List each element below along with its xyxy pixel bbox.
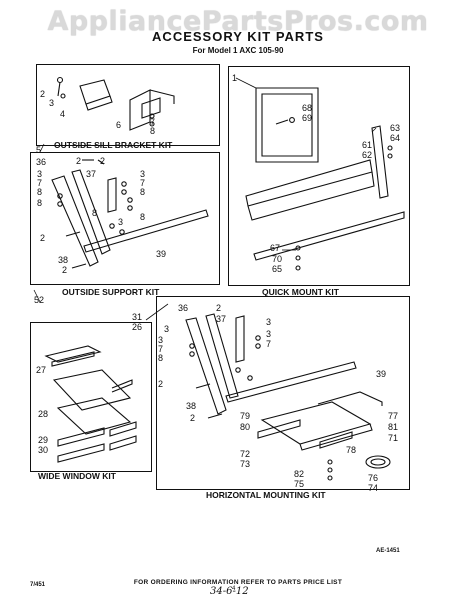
page-title: ACCESSORY KIT PARTS — [152, 29, 324, 44]
part-callout: 28 — [38, 409, 49, 419]
quick-mount-kit-box — [228, 66, 410, 286]
part-callout: 2 — [40, 233, 46, 243]
part-callout: 8 — [158, 353, 164, 363]
part-callout: 29 — [38, 435, 49, 445]
part-callout: 36 — [36, 157, 47, 167]
part-callout: 26 — [132, 322, 143, 332]
part-callout: 3 — [140, 169, 146, 179]
ordering-info-note: FOR ORDERING INFORMATION REFER TO PARTS … — [133, 579, 343, 586]
part-callout: 2 — [40, 89, 46, 99]
horizontal-mounting-kit-box — [156, 296, 410, 490]
horizontal-kit-drawing — [185, 313, 391, 481]
part-callout: 82 — [294, 469, 305, 479]
part-callout: 30 — [38, 445, 49, 455]
page-number: 4 — [232, 586, 236, 592]
part-callout: 3 — [158, 335, 164, 345]
part-callout: 39 — [376, 369, 387, 379]
part-callout: 39 — [156, 249, 167, 259]
part-callout: 76 — [368, 473, 379, 483]
outside-support-kit-box — [30, 152, 220, 285]
part-callout: 3 — [37, 169, 43, 179]
part-callout: 4 — [60, 109, 66, 119]
leader-lines — [33, 77, 377, 321]
part-callout: 77 — [388, 411, 399, 421]
part-callout: 38 — [186, 401, 197, 411]
part-callout: 8 — [140, 187, 146, 197]
part-callout: 79 — [240, 411, 251, 421]
part-callout: 37 — [86, 169, 97, 179]
wide-window-drawing — [44, 345, 137, 463]
part-callout: 5 — [36, 145, 42, 155]
part-callout: 2 — [158, 379, 164, 389]
quick-mount-drawing — [245, 87, 405, 271]
part-callout: 69 — [302, 113, 313, 123]
part-callout: 52 — [34, 295, 45, 305]
part-callout: 3 — [266, 317, 272, 327]
wide-window-kit-box — [30, 322, 152, 472]
part-callout: 37 — [216, 314, 227, 324]
part-callout: 8 — [92, 208, 98, 218]
part-callout: 63 — [390, 123, 401, 133]
part-callout: 81 — [388, 422, 399, 432]
model-subtitle: For Model 1 AXC 105-90 — [192, 46, 284, 55]
part-callout: 2 — [76, 156, 82, 166]
part-callout: 3 — [118, 217, 124, 227]
part-callout: 68 — [302, 103, 313, 113]
part-callout: 75 — [294, 479, 305, 489]
part-callout: 7 — [140, 178, 146, 188]
part-callout: 27 — [36, 365, 47, 375]
watermark: AppliancePartsPros.com — [47, 6, 429, 37]
part-callout: 7 — [158, 344, 164, 354]
part-callout: 3 — [49, 98, 55, 108]
drawing-reference-code: AE-1451 — [376, 548, 400, 554]
part-callout: 73 — [240, 459, 251, 469]
part-callout: 65 — [272, 264, 283, 274]
part-callout: 7 — [37, 178, 43, 188]
part-callout: 72 — [240, 449, 251, 459]
part-callout: 71 — [388, 433, 399, 443]
part-callout: 61 — [362, 140, 373, 150]
date-code: 7/451 — [30, 582, 46, 588]
horizontal-mounting-kit-label: HORIZONTAL MOUNTING KIT — [206, 490, 326, 500]
part-callout: 38 — [58, 255, 69, 265]
quick-mount-kit-label: QUICK MOUNT KIT — [262, 287, 339, 297]
outside-sill-bracket-kit-box — [36, 64, 220, 146]
part-callout: 36 — [178, 303, 189, 313]
part-callout: 1 — [232, 73, 238, 83]
part-callout: 3 — [266, 329, 272, 339]
part-callout: 2 — [190, 413, 196, 423]
part-callout: 8 — [140, 212, 146, 222]
part-callout: 8 — [150, 126, 156, 136]
part-callout: 64 — [390, 133, 401, 143]
outside-support-kit-label: OUTSIDE SUPPORT KIT — [62, 287, 160, 297]
part-callout: 2 — [62, 265, 68, 275]
sill-bracket-drawing — [56, 76, 175, 131]
part-callout: 2 — [216, 303, 222, 313]
part-callout: 74 — [368, 483, 379, 493]
part-callout: 7 — [150, 117, 156, 127]
part-callout: 8 — [37, 187, 43, 197]
part-callout: 7 — [266, 339, 272, 349]
part-callout: 8 — [37, 198, 43, 208]
part-callout: 31 — [132, 312, 143, 322]
part-callout: 3 — [164, 324, 170, 334]
part-callout: 80 — [240, 422, 251, 432]
handwritten-note: 34-6-12 — [210, 586, 249, 597]
part-callout: 2 — [100, 156, 106, 166]
part-callout: 78 — [346, 445, 357, 455]
outside-sill-bracket-kit-label: OUTSIDE SILL BRACKET KIT — [54, 140, 173, 150]
part-callout: 67 — [270, 243, 281, 253]
part-callout: 6 — [116, 120, 122, 130]
part-callout: 70 — [272, 254, 283, 264]
wide-window-kit-label: WIDE WINDOW KIT — [38, 471, 116, 481]
support-kit-drawing — [51, 159, 209, 269]
part-callout: 62 — [362, 150, 373, 160]
